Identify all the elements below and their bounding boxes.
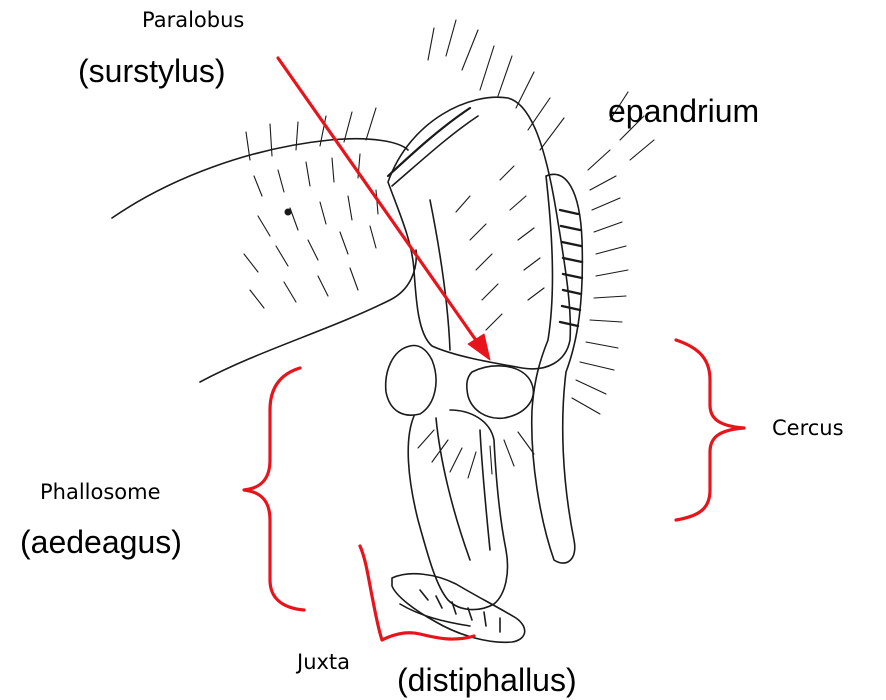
epandrium-outline <box>388 97 570 369</box>
juxta-brace <box>360 546 474 640</box>
abdomen-outline-lower <box>200 250 416 382</box>
epandrium-inner-line <box>392 116 478 186</box>
epandrium-inner-line-2 <box>388 108 470 176</box>
specimen-drawing <box>112 20 654 642</box>
phallosome-label: Phallosome <box>40 482 161 503</box>
setae <box>244 20 654 478</box>
annotations <box>244 58 744 640</box>
aedeagus-label: (aedeagus) <box>20 526 182 558</box>
distiphallus-label: (distiphallus) <box>397 664 577 696</box>
epandrium-ridge <box>430 200 450 350</box>
phallosome-inner-1 <box>436 418 470 560</box>
paralobus-arrow-head <box>468 334 490 360</box>
distiphallus-teeth <box>420 590 500 632</box>
cercus-brace <box>676 340 744 520</box>
epandrium-label: epandrium <box>608 95 759 127</box>
cercus-hatching <box>560 210 582 326</box>
phallosome-outline <box>408 410 507 610</box>
surstylus-lobe-front <box>386 346 436 416</box>
paralobus-label: Paralobus <box>142 10 244 31</box>
phallosome-inner-2 <box>480 430 490 550</box>
surstylus-lobe-back <box>467 366 533 418</box>
surstylus-label: (surstylus) <box>78 55 226 87</box>
cercus-label: Cercus <box>772 418 844 439</box>
paralobus-arrow-line <box>278 58 480 346</box>
cercus-outline <box>532 174 583 563</box>
phallosome-brace <box>244 368 304 610</box>
juxta-label: Juxta <box>297 652 350 673</box>
